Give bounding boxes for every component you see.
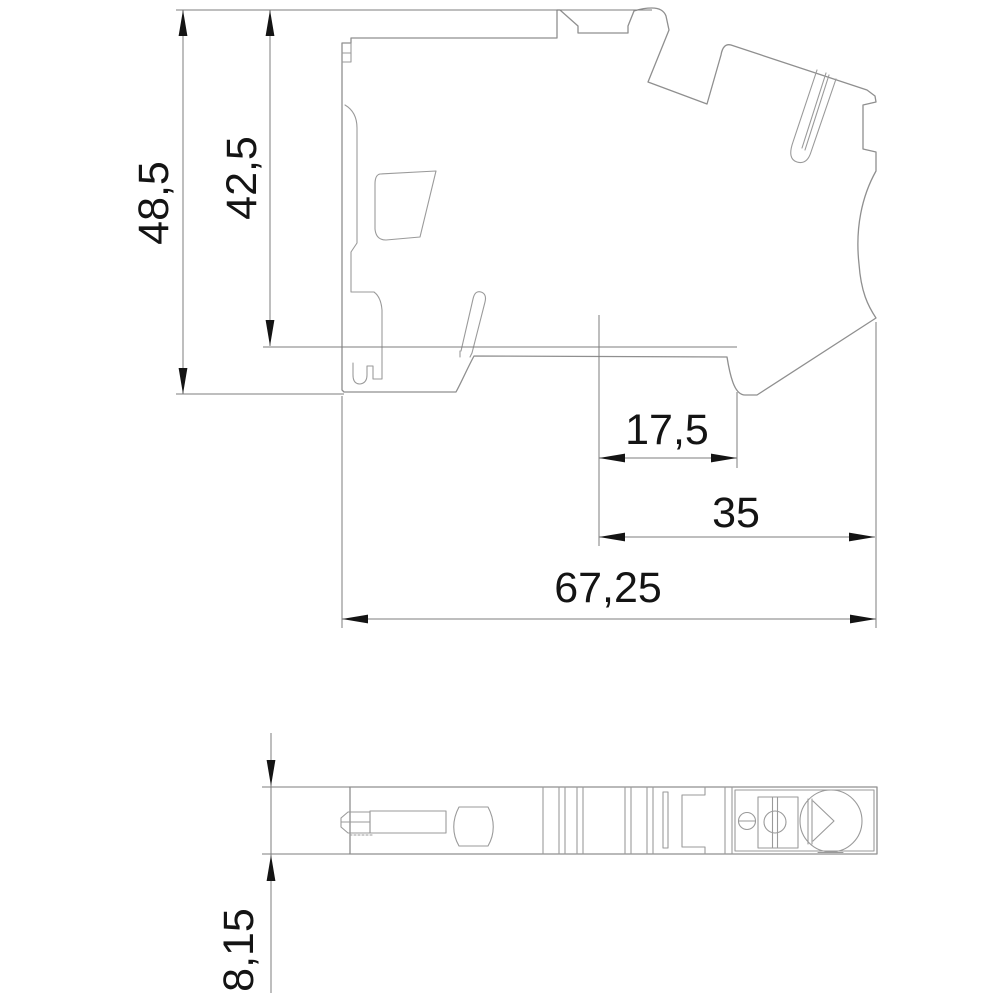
screw-opening bbox=[799, 789, 863, 854]
dimension-width-17-5: 17,5 bbox=[598, 315, 738, 546]
latch-pin bbox=[459, 291, 487, 358]
probe-slot bbox=[790, 69, 837, 164]
segment-divider-lines bbox=[542, 786, 733, 855]
side-view-outline bbox=[341, 7, 877, 396]
probe-slot-outline bbox=[790, 69, 837, 164]
arrowhead-left bbox=[342, 614, 368, 624]
foot-clip-notch bbox=[352, 362, 383, 385]
dimension-width-35: 35 bbox=[599, 322, 877, 628]
rib-edge bbox=[341, 42, 352, 63]
dimension-height-42-5: 42,5 bbox=[218, 10, 737, 348]
barrel-feature bbox=[453, 806, 494, 847]
dimension-label-8-15: 8,15 bbox=[215, 908, 263, 992]
tension-clamp bbox=[757, 796, 799, 849]
side-view bbox=[341, 7, 877, 396]
dimension-label-17-5: 17,5 bbox=[625, 406, 709, 454]
arrowhead-down bbox=[265, 320, 275, 346]
arrowhead-left bbox=[599, 453, 625, 463]
arrowhead-up bbox=[265, 10, 275, 36]
tension-clamp-body bbox=[757, 796, 799, 849]
dimension-label-48-5: 48,5 bbox=[130, 161, 178, 245]
dimension-label-67-25: 67,25 bbox=[554, 564, 662, 612]
bottom-view-outline bbox=[349, 786, 878, 855]
arrowhead-down-outside bbox=[266, 760, 276, 786]
dimension-height-48-5: 48,5 bbox=[130, 9, 652, 395]
arrowhead-up bbox=[178, 10, 188, 36]
latch-pin-body bbox=[460, 291, 487, 354]
screw-opening-wedge bbox=[812, 800, 835, 842]
side-view-rib bbox=[341, 42, 352, 63]
bottom-view bbox=[340, 786, 878, 855]
c-bracket bbox=[681, 786, 706, 855]
probe-slot-divider bbox=[801, 72, 830, 151]
tension-clamp-hole bbox=[763, 810, 787, 834]
latch-pin-notch bbox=[459, 350, 473, 358]
arrowhead-down bbox=[178, 368, 188, 394]
arrowhead-right bbox=[849, 532, 875, 542]
dimension-width-67-25: 67,25 bbox=[341, 396, 876, 628]
arrowhead-right bbox=[850, 614, 876, 624]
clamp-window bbox=[374, 170, 437, 241]
dimensions: 48,5 42,5 17,5 35 bbox=[130, 9, 877, 993]
screw-opening-circle bbox=[799, 789, 863, 853]
dimension-depth-8-15: 8,15 bbox=[215, 733, 350, 993]
clamp-shaft-rect bbox=[369, 810, 447, 834]
arrowhead-right bbox=[711, 453, 737, 463]
arrowhead-left bbox=[599, 532, 625, 542]
screw-opening-lines bbox=[807, 798, 813, 845]
arrowhead-up-outside bbox=[266, 855, 276, 881]
slotted-screw bbox=[737, 811, 757, 831]
dimension-label-35: 35 bbox=[712, 489, 760, 537]
tension-clamp-slot bbox=[771, 796, 779, 849]
narrow-strip bbox=[662, 791, 669, 849]
dimension-label-42-5: 42,5 bbox=[218, 136, 266, 220]
clamp-screw-shaft bbox=[340, 810, 447, 836]
left-step-contour bbox=[344, 104, 383, 364]
